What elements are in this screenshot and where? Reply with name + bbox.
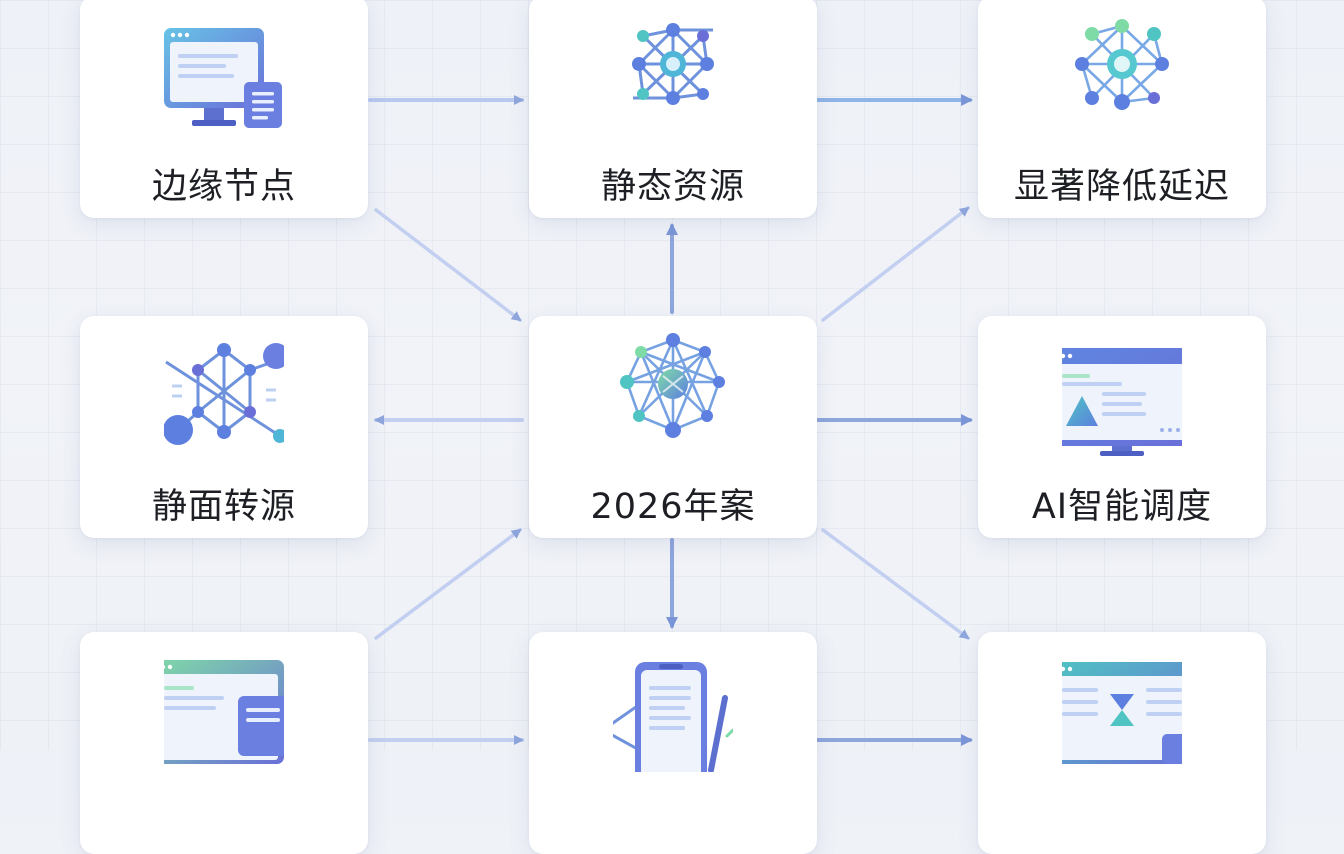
arrow-center-to-latency bbox=[821, 206, 970, 322]
arrow-edge-to-center bbox=[374, 208, 522, 322]
node-bottom-left bbox=[80, 632, 368, 854]
phone-pen-icon bbox=[613, 662, 733, 772]
node-label: 显著降低延迟 bbox=[1013, 167, 1230, 207]
monitor-document-icon bbox=[164, 28, 282, 128]
connector-arrows bbox=[368, 94, 973, 746]
browser-document-icon bbox=[164, 660, 284, 764]
node-static-origin: 静面转源 bbox=[80, 316, 368, 538]
arrow-center-to-bottomright bbox=[821, 528, 970, 640]
node-reduce-latency: 显著降低延迟 bbox=[978, 0, 1266, 218]
browser-network-icon bbox=[1062, 662, 1182, 764]
node-edge-nodes: 边缘节点 bbox=[80, 0, 368, 218]
arrow-bottomleft-to-center bbox=[374, 528, 522, 640]
network-graph-icon bbox=[164, 343, 284, 445]
node-bottom-right bbox=[978, 632, 1266, 854]
node-label: 静态资源 bbox=[600, 167, 745, 207]
node-plan-2026: 2026年案 bbox=[529, 316, 817, 538]
node-label: 静面转源 bbox=[151, 487, 296, 527]
network-graph-icon bbox=[1075, 19, 1169, 110]
network-graph-icon bbox=[632, 23, 714, 105]
monitor-chart-icon bbox=[1062, 348, 1182, 456]
node-bottom-center bbox=[529, 632, 817, 854]
node-label: AI智能调度 bbox=[1031, 487, 1213, 527]
node-label: 边缘节点 bbox=[151, 167, 296, 207]
node-ai-scheduling: AI智能调度 bbox=[978, 316, 1266, 538]
network-globe-icon bbox=[620, 333, 725, 438]
node-static-resources: 静态资源 bbox=[529, 0, 817, 218]
node-label: 2026年案 bbox=[590, 487, 756, 527]
